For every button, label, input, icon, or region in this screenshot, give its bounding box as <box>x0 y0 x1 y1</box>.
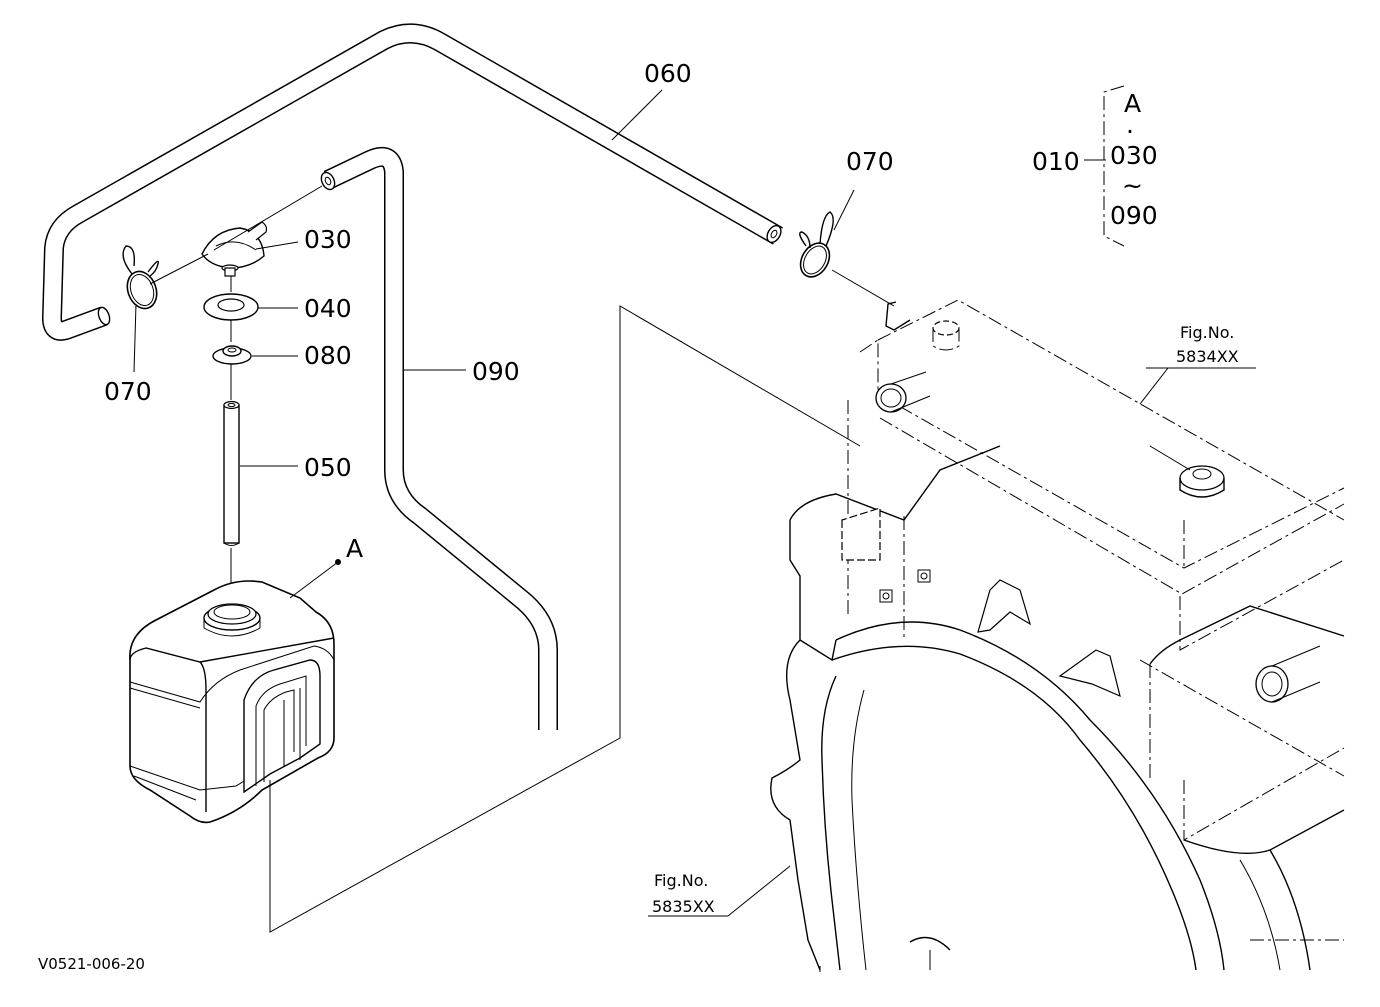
label-070-left: 070 <box>104 377 152 406</box>
group-dot: · <box>1126 117 1134 146</box>
connection-outline <box>269 305 861 933</box>
group-from: 030 <box>1110 141 1158 170</box>
clamp-070-left[interactable] <box>122 245 161 313</box>
label-060: 060 <box>644 59 692 88</box>
drawing-code: V0521-006-20 <box>38 955 145 973</box>
hose-060[interactable] <box>42 23 784 341</box>
washer-040[interactable] <box>203 293 259 321</box>
label-080: 080 <box>304 341 352 370</box>
cap-030[interactable] <box>201 221 268 277</box>
grommet-080[interactable] <box>212 345 252 365</box>
reserve-tank[interactable] <box>129 580 335 824</box>
label-050: 050 <box>304 453 352 482</box>
fig-ref-label-2: Fig.No. <box>654 871 708 890</box>
fig-ref-number-1: 5834XX <box>1176 347 1239 366</box>
group-bracket <box>1103 85 1125 247</box>
pipe-050[interactable] <box>223 400 240 546</box>
radiator-assembly <box>770 299 1345 972</box>
label-070-right: 070 <box>846 147 894 176</box>
label-010: 010 <box>1032 147 1080 176</box>
group-to: 090 <box>1110 201 1158 230</box>
group-top: A <box>1124 89 1141 118</box>
leader-lines <box>133 89 1256 917</box>
callout-a: A <box>346 534 363 563</box>
label-090: 090 <box>472 357 520 386</box>
hose-090[interactable] <box>319 147 558 730</box>
label-030: 030 <box>304 225 352 254</box>
clamp-070-right[interactable] <box>795 211 836 282</box>
label-040: 040 <box>304 294 352 323</box>
fig-ref-label-1: Fig.No. <box>1180 323 1234 342</box>
fig-ref-number-2: 5835XX <box>652 897 715 916</box>
group-tilde: ~ <box>1122 171 1143 200</box>
